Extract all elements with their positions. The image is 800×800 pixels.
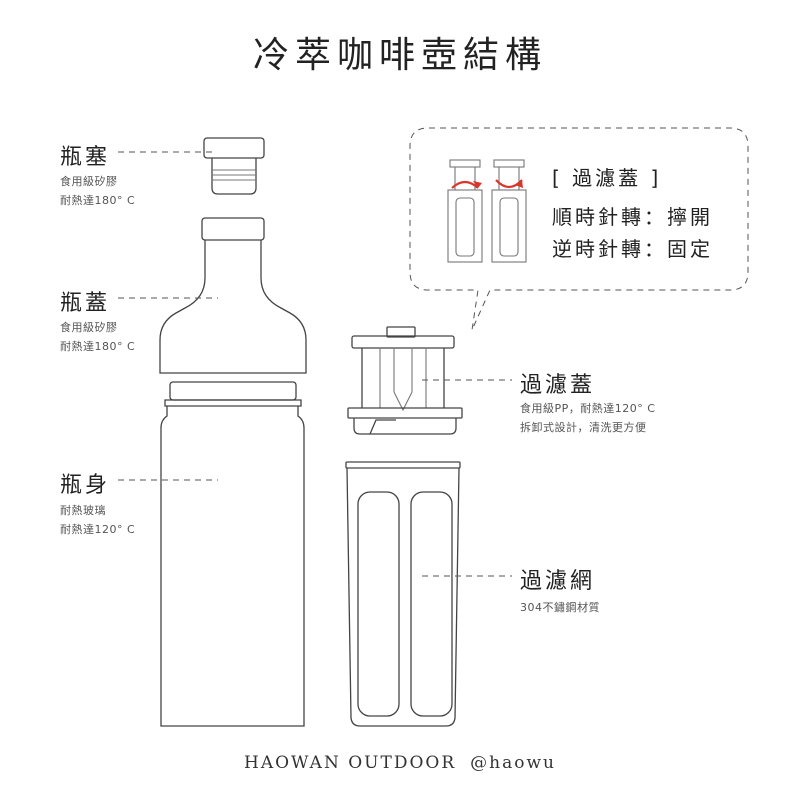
label-body: 瓶身: [60, 473, 111, 498]
spec-body-1: 耐熱玻璃: [60, 504, 106, 517]
callout-bubble-outline: [409, 127, 749, 331]
spec-filter-mesh-1: 304不鏽鋼材質: [520, 601, 600, 614]
spec-stopper-2: 耐熱達180° C: [60, 194, 136, 207]
spec-stopper-1: 食用級矽膠: [60, 175, 118, 188]
label-filter-lid: 過濾蓋: [520, 373, 596, 398]
label-cap: 瓶蓋: [60, 291, 111, 316]
filter-lid-part: [347, 326, 463, 435]
footer-handle: @haowu: [470, 753, 556, 773]
footer-credit: HAOWAN OUTDOOR @haowu: [0, 753, 800, 773]
bubble-instruction-2: 逆時針轉：固定: [552, 237, 713, 261]
label-filter-mesh: 過濾網: [520, 569, 596, 594]
bottle-stopper: [203, 137, 265, 195]
spec-filter-lid-1: 食用級PP，耐熱達120° C: [520, 402, 656, 415]
page-title: 冷萃咖啡壺結構: [252, 35, 547, 76]
bottle-body: [160, 381, 305, 727]
spec-body-2: 耐熱達120° C: [60, 523, 136, 536]
filter-lid-mini-icon-right: [491, 159, 527, 263]
spec-cap-2: 耐熱達180° C: [60, 340, 136, 353]
label-stopper: 瓶塞: [60, 145, 111, 170]
bubble-instruction-1: 順時針轉：擰開: [552, 205, 713, 229]
filter-lid-mini-icon-left: [447, 159, 483, 263]
bottle-cap: [159, 217, 307, 374]
filter-mesh-part: [345, 461, 461, 727]
bubble-heading: [ 過濾蓋 ]: [552, 166, 662, 190]
spec-filter-lid-2: 拆卸式設計，清洗更方便: [520, 421, 647, 434]
spec-cap-1: 食用級矽膠: [60, 321, 118, 334]
footer-brand: HAOWAN OUTDOOR: [244, 753, 457, 773]
